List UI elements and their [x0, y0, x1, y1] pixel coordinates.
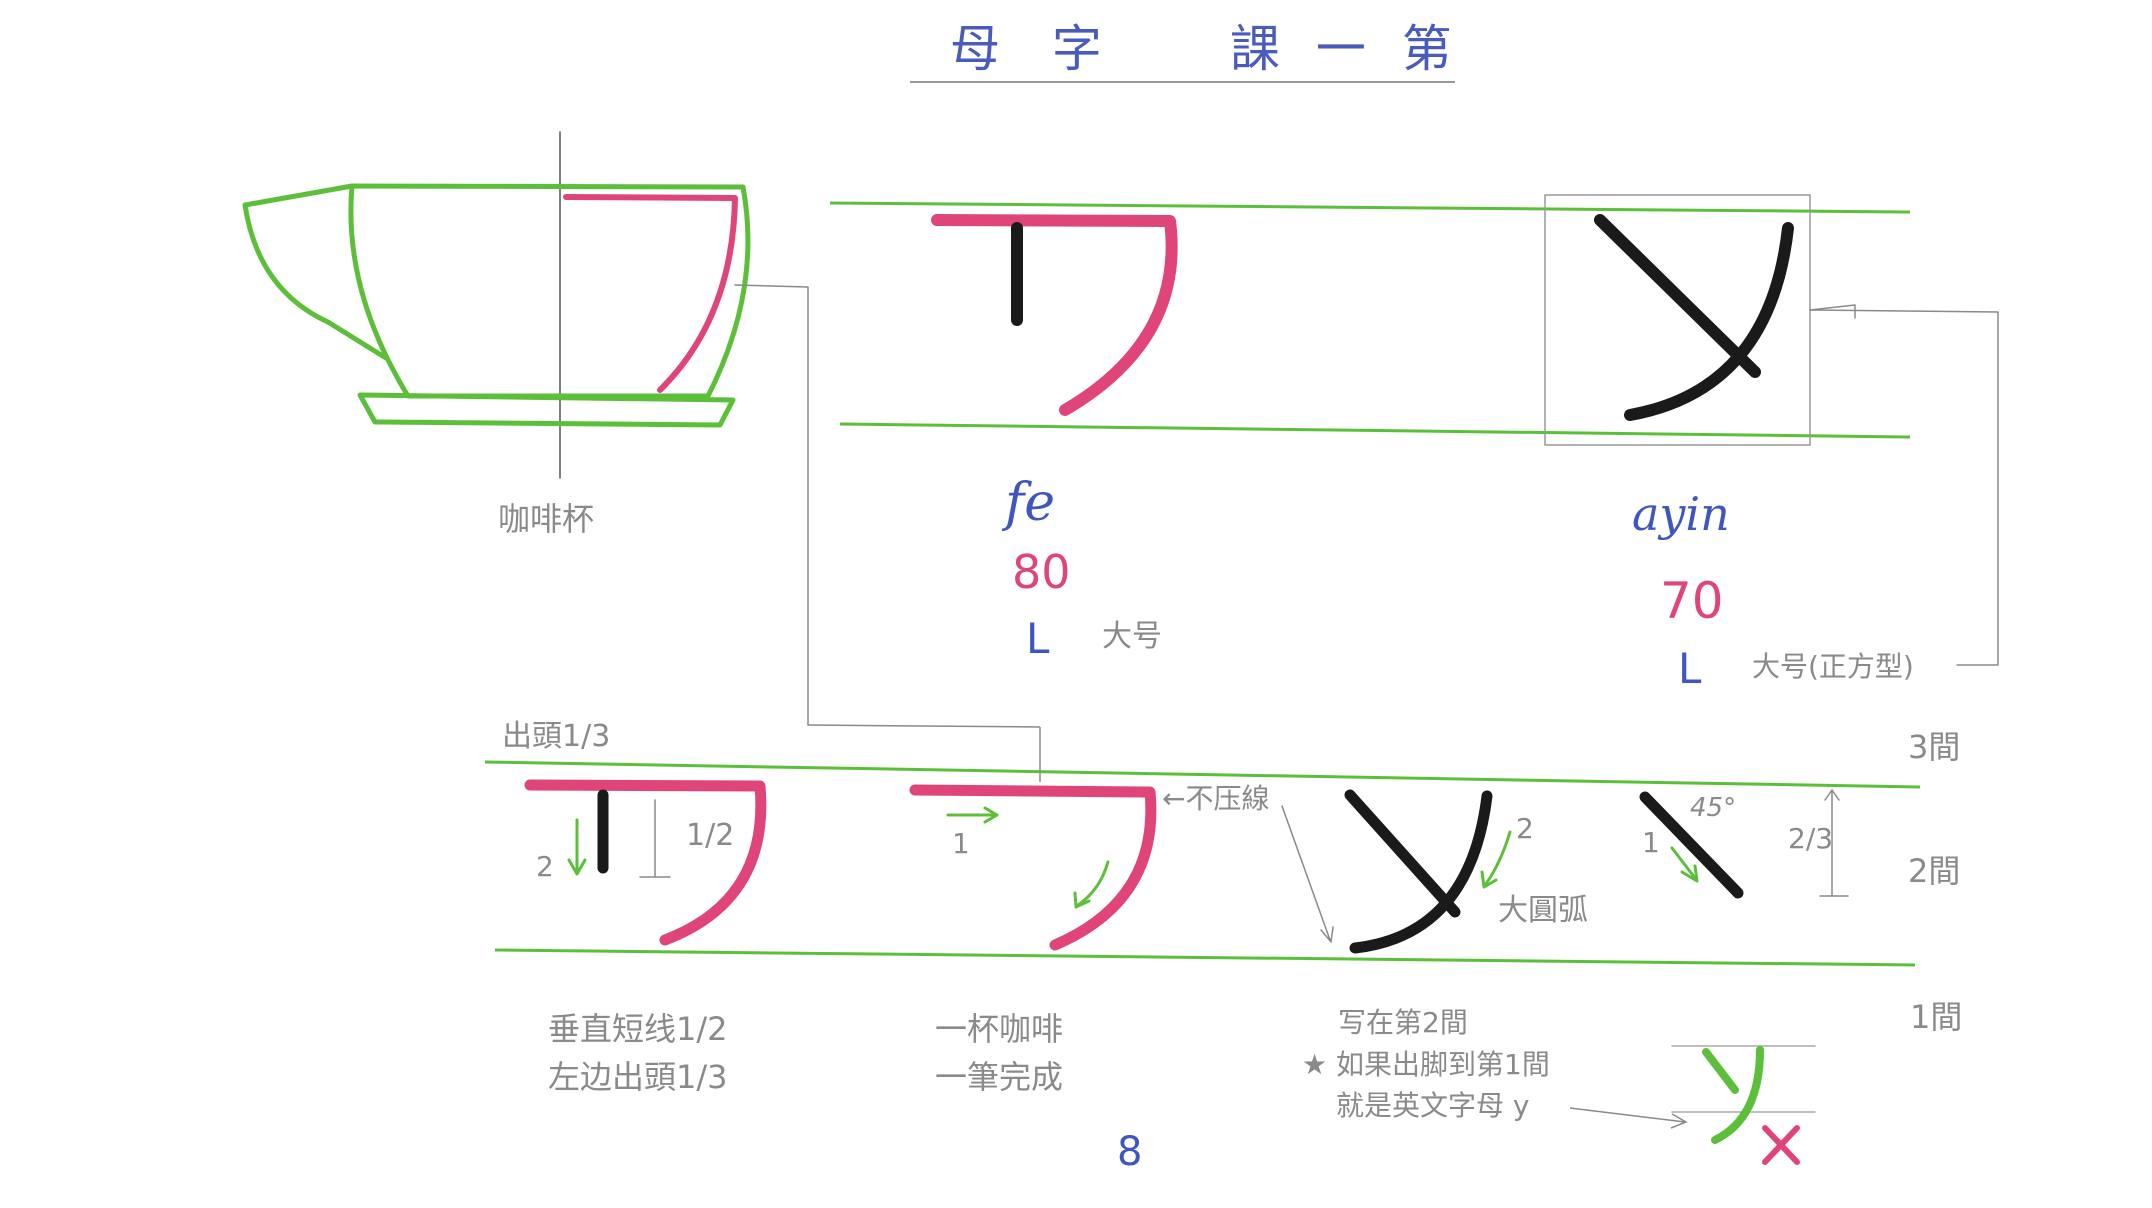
- fe-stroke-2-number: 2: [536, 850, 554, 883]
- ayin-stroke-2-number: 2: [1516, 812, 1534, 845]
- ayin-name: ayin: [1632, 487, 1730, 541]
- diagonal-stroke-1-number: 1: [1642, 826, 1660, 859]
- band-2-label: 2間: [1908, 852, 1960, 890]
- fe-size-mark: L: [1026, 614, 1050, 663]
- band-3-label: 3間: [1908, 728, 1960, 766]
- two-thirds-mark: 2/3: [1788, 822, 1833, 855]
- fe-stroke-1-number: 1: [952, 827, 970, 860]
- fe-name: fe: [1001, 473, 1055, 533]
- english-y-arrow: [1569, 1107, 1688, 1129]
- big-arc-note: 大圓弧: [1498, 893, 1588, 928]
- upper-guide-line-bottom: [839, 422, 1911, 439]
- overhang-note: 出頭1/3: [502, 719, 610, 754]
- band-1-label: 1間: [1910, 998, 1962, 1036]
- lower-guide-line-bottom: [494, 948, 1916, 967]
- page-number: 8: [1117, 1129, 1142, 1175]
- lower-guide-line-top: [484, 760, 1921, 789]
- fe-guide-example: [524, 779, 767, 946]
- ayin-guide-example: [1344, 789, 1512, 954]
- ayin-size-mark: L: [1678, 644, 1702, 693]
- fe-size-note: 大号: [1102, 619, 1162, 654]
- title-right: 課 一 第: [1230, 20, 1462, 78]
- fe-one-stroke-example: [909, 784, 1334, 951]
- upper-guide-line-top: [829, 201, 1911, 214]
- fe-tip-line-2: 左边出頭1/3: [548, 1058, 728, 1096]
- ayin-size-note: 大号(正方型): [1752, 650, 1914, 683]
- ayin-tip-line-2: ★ 如果出脚到第1間: [1302, 1048, 1550, 1081]
- angle-mark: 45°: [1690, 793, 1736, 823]
- diagonal-45-example: [1639, 789, 1849, 899]
- fe-letter-large: [931, 214, 1178, 416]
- wrong-english-y-example: [1671, 1045, 1816, 1165]
- fe2-tip-line-2: 一筆完成: [935, 1058, 1063, 1096]
- fe2-tip-line-1: 一杯咖啡: [935, 1010, 1063, 1048]
- ayin-tip-line-3: 就是英文字母 y: [1336, 1089, 1529, 1122]
- fe-code: 80: [1012, 545, 1071, 599]
- cup-label: 咖啡杯: [498, 500, 594, 538]
- ayin-letter-large: [1544, 194, 1999, 666]
- connector-horizontal: [807, 724, 1041, 728]
- ayin-code: 70: [1660, 572, 1724, 630]
- fe-tip-line-1: 垂直短线1/2: [548, 1010, 728, 1048]
- coffee-cup-illustration: [242, 131, 809, 726]
- half-mark: 1/2: [686, 818, 734, 853]
- no-touch-note: ←不压線: [1162, 782, 1269, 815]
- ayin-tip-line-1: 写在第2間: [1338, 1006, 1468, 1039]
- title-left: 母 字: [950, 20, 1120, 78]
